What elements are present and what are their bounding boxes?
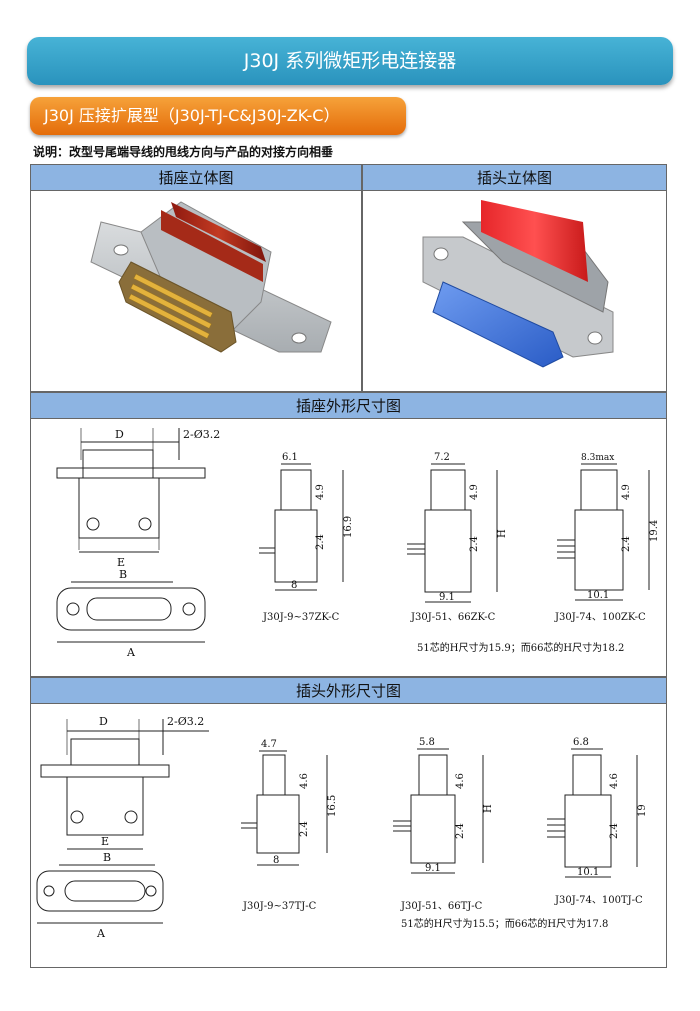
- socket-front-view: D 2-Ø3.2 E B A: [56, 428, 220, 659]
- socket-dim-d: D: [115, 428, 124, 441]
- plug-dim-b: B: [103, 851, 111, 864]
- socket-side-view-2: 7.2 4.9 2.4 H 9.1 J30J-51、66ZK-C: [407, 452, 508, 623]
- plug-side2-bottom: 9.1: [425, 863, 441, 874]
- plug-3d-header: 插头立体图: [363, 165, 666, 191]
- socket-side3-h2: 2.4: [621, 536, 632, 552]
- plug-red-wires: [481, 200, 588, 282]
- socket-3d-illustration: [90, 201, 332, 353]
- plug-side1-h2: 2.4: [299, 821, 310, 837]
- socket-side3-total: 19.4: [649, 520, 660, 542]
- socket-side3-top: 8.3max: [581, 453, 614, 463]
- socket-side1-total: 16.9: [343, 516, 354, 538]
- socket-dimension-drawings: D 2-Ø3.2 E B A 6.1 4.9 2.4: [56, 428, 660, 659]
- socket-gold-pins: [128, 273, 213, 339]
- socket-3d-panel: 插座立体图: [30, 164, 362, 392]
- plug-side-view-2: 5.8 4.6 2.4 H 9.1 J30J-51、66TJ-C: [393, 737, 494, 912]
- plug-side1-caption: J30J-9~37TJ-C: [242, 901, 317, 912]
- socket-side3-bottom: 10.1: [587, 590, 609, 601]
- socket-red-wires: [161, 202, 266, 282]
- plug-h-note: 51芯的H尺寸为15.5；而66芯的H尺寸为17.8: [401, 917, 608, 930]
- plug-dimensions-header: 插头外形尺寸图: [31, 678, 666, 704]
- socket-h-note: 51芯的H尺寸为15.9；而66芯的H尺寸为18.2: [417, 641, 624, 654]
- socket-side2-bottom: 9.1: [439, 592, 455, 603]
- socket-dim-a: A: [126, 646, 136, 659]
- plug-side2-h2: 2.4: [455, 823, 466, 839]
- socket-side2-total: H: [497, 529, 508, 538]
- socket-dimensions-panel: 插座外形尺寸图 D 2-Ø3.2 E B A 6.1: [30, 392, 667, 677]
- socket-side-view-3: 8.3max 4.9 2.4 19.4 10.1 J30J-74、100ZK-C: [554, 453, 660, 623]
- plug-side3-h1: 4.6: [609, 773, 620, 789]
- plug-front-view: D 2-Ø3.2 E B A: [36, 715, 209, 940]
- socket-side2-h2: 2.4: [469, 536, 480, 552]
- plug-side-view-3: 6.8 4.6 2.4 19 10.1 J30J-74、100TJ-C: [547, 737, 648, 906]
- plug-side1-h1: 4.6: [299, 773, 310, 789]
- socket-side1-caption: J30J-9~37ZK-C: [262, 612, 340, 623]
- plug-side3-caption: J30J-74、100TJ-C: [554, 895, 643, 906]
- socket-dim-e: E: [117, 556, 125, 569]
- socket-side3-caption: J30J-74、100ZK-C: [554, 612, 646, 623]
- plug-dim-d: D: [99, 715, 108, 728]
- socket-side1-top: 6.1: [282, 452, 298, 463]
- plug-side1-total: 16.5: [327, 795, 338, 817]
- plug-dim-holes: 2-Ø3.2: [167, 715, 204, 728]
- socket-dim-b: B: [119, 568, 127, 581]
- socket-side2-h1: 4.9: [469, 484, 480, 500]
- plug-side2-top: 5.8: [419, 737, 435, 748]
- plug-blue-insert: [432, 281, 564, 368]
- socket-side1-bottom: 8: [291, 580, 297, 591]
- plug-side1-bottom: 8: [273, 855, 279, 866]
- socket-side-view-1: 6.1 4.9 2.4 16.9 8 J30J-9~37ZK-C: [259, 452, 354, 623]
- plug-side2-h1: 4.6: [455, 773, 466, 789]
- socket-dim-holes: 2-Ø3.2: [183, 428, 220, 441]
- plug-side3-top: 6.8: [573, 737, 589, 748]
- socket-dimensions-header: 插座外形尺寸图: [31, 393, 666, 419]
- socket-side1-h1: 4.9: [315, 484, 326, 500]
- socket-side2-top: 7.2: [434, 452, 450, 463]
- plug-side1-top: 4.7: [261, 739, 277, 750]
- plug-side3-h2: 2.4: [609, 823, 620, 839]
- plug-side2-total: H: [483, 804, 494, 813]
- plug-dimension-drawings: D 2-Ø3.2 E B A 4.7 4.6 2.4 16: [36, 715, 648, 940]
- plug-side3-total: 19: [637, 804, 648, 817]
- plug-dim-e: E: [101, 835, 109, 848]
- socket-3d-header: 插座立体图: [31, 165, 361, 191]
- plug-3d-illustration: [422, 200, 614, 368]
- plug-side2-caption: J30J-51、66TJ-C: [400, 901, 483, 912]
- series-subtitle-tab: J30J 压接扩展型（J30J-TJ-C&J30J-ZK-C）: [30, 97, 406, 135]
- description-note: 说明：改型号尾端导线的甩线方向与产品的对接方向相垂: [33, 145, 334, 159]
- plug-side3-bottom: 10.1: [577, 867, 599, 878]
- page-title: J30J 系列微矩形电连接器: [27, 37, 673, 85]
- plug-side-view-1: 4.7 4.6 2.4 16.5 8 J30J-9~37TJ-C: [241, 739, 338, 912]
- socket-side3-h1: 4.9: [621, 484, 632, 500]
- plug-3d-panel: 插头立体图: [362, 164, 667, 392]
- socket-side2-caption: J30J-51、66ZK-C: [410, 612, 496, 623]
- socket-side1-h2: 2.4: [315, 534, 326, 550]
- plug-dimensions-panel: 插头外形尺寸图 D 2-Ø3.2 E B A 4.7: [30, 677, 667, 968]
- plug-dim-a: A: [96, 927, 106, 940]
